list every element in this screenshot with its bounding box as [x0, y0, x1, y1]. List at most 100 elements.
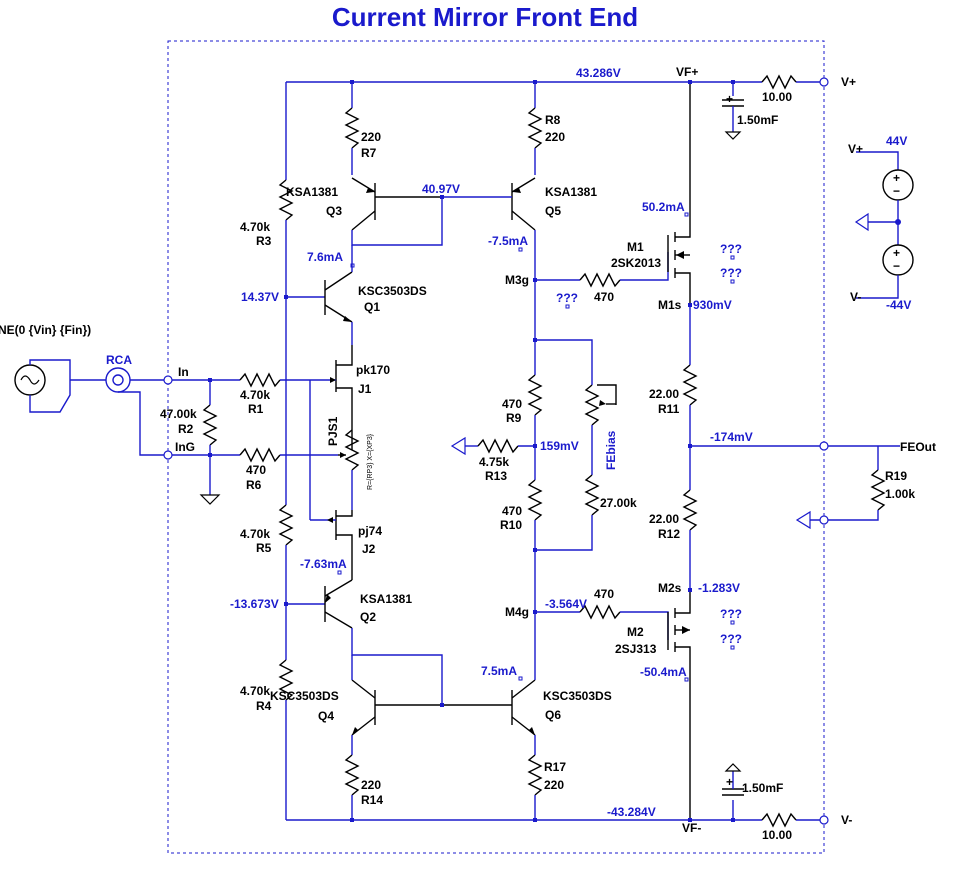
net-vplus-label: V+ — [841, 75, 856, 89]
m2-part: 2SJ313 — [615, 642, 657, 656]
op-v-m1s: 930mV — [693, 298, 732, 312]
op-v-out: -174mV — [710, 430, 753, 444]
r3-ref: R3 — [256, 234, 272, 248]
j2-jfet — [310, 510, 353, 580]
pjs1-ref: PJS1 — [326, 416, 340, 446]
m1-part: 2SK2013 — [611, 256, 661, 270]
schematic-title: Current Mirror Front End — [332, 2, 638, 32]
src-vpos-value: 44V — [886, 134, 907, 148]
op-unknown-3: ??? — [556, 291, 578, 305]
r7-value: 220 — [361, 130, 381, 144]
op-v-m4g: -3.564V — [545, 597, 587, 611]
src-vneg-value: -44V — [886, 298, 911, 312]
q3-part: KSA1381 — [286, 185, 338, 199]
top-supply-filter — [722, 74, 797, 140]
r2-ref: R2 — [178, 422, 194, 436]
q2-ref: Q2 — [360, 610, 376, 624]
frame-border — [167, 40, 825, 854]
r5-value: 4.70k — [240, 527, 270, 541]
svg-text:+: + — [726, 92, 733, 106]
m1-ref: M1 — [627, 240, 644, 254]
r9-resistor — [527, 340, 543, 480]
op-i-q6: 7.5mA — [481, 664, 517, 678]
svg-text:+: + — [893, 246, 900, 260]
net-m4g-label: M4g — [505, 605, 529, 619]
r14-ref: R14 — [361, 793, 383, 807]
r10-value: 470 — [502, 504, 522, 518]
op-i-m1: 50.2mA — [642, 200, 685, 214]
net-vfn-label: VF- — [682, 821, 701, 835]
r2-value: 47.00k — [160, 407, 197, 421]
net-feout-label: FEOut — [900, 440, 936, 454]
op-v-bot: -43.284V — [607, 805, 656, 819]
q6-transistor — [511, 550, 536, 736]
j1-ref: J1 — [358, 382, 372, 396]
r19-value: 1.00k — [885, 487, 915, 501]
r12-value: 22.00 — [649, 512, 679, 526]
r9-value: 470 — [502, 397, 522, 411]
r8-resistor — [527, 82, 543, 175]
annotation-markers — [337, 212, 735, 682]
q5-part: KSA1381 — [545, 185, 597, 199]
op-unknown-4: ??? — [720, 607, 742, 621]
net-in-label: In — [178, 365, 189, 379]
q3-transistor — [351, 177, 443, 246]
r10-ref: R10 — [500, 518, 522, 532]
op-i-q3: 7.6mA — [307, 250, 343, 264]
m2-mosfet — [667, 590, 691, 820]
r1-value: 4.70k — [240, 388, 270, 402]
net-m1s-label: M1s — [658, 298, 682, 312]
r11-resistor — [682, 305, 698, 490]
r10-resistor — [527, 479, 543, 550]
net-m2s-label: M2s — [658, 581, 682, 595]
bottom-supply-filter — [722, 763, 797, 828]
svg-text:−: − — [893, 184, 900, 198]
r-bot-value: 10.00 — [762, 828, 792, 842]
rca-label: RCA — [106, 353, 132, 367]
r6-ref: R6 — [246, 478, 262, 492]
output-line — [690, 445, 900, 530]
q1-part: KSC3503DS — [358, 284, 427, 298]
r4-ref: R4 — [256, 699, 272, 713]
q1-ref: Q1 — [364, 300, 380, 314]
c-top-value: 1.50mF — [737, 113, 778, 127]
r14-resistor — [344, 735, 360, 820]
q2-part: KSA1381 — [360, 592, 412, 606]
r9-ref: R9 — [506, 411, 522, 425]
r17-resistor — [527, 735, 543, 820]
r12-resistor — [682, 489, 698, 590]
q6-ref: Q6 — [545, 708, 561, 722]
net-ports — [163, 77, 901, 825]
r7-resistor — [344, 82, 360, 175]
r3-value: 4.70k — [240, 220, 270, 234]
j1-jfet — [310, 345, 353, 450]
op-v-mid: 159mV — [540, 439, 579, 453]
r11-value: 22.00 — [649, 387, 679, 401]
febias-potentiometer — [535, 339, 617, 551]
op-unknown-2: ??? — [720, 266, 742, 280]
m2-gate-resistor — [535, 604, 669, 640]
q5-ref: Q5 — [545, 204, 561, 218]
c-bot-value: 1.50mF — [742, 781, 783, 795]
op-i-j2: -7.63mA — [300, 557, 347, 571]
r17-ref: R17 — [544, 760, 566, 774]
r13-resistor — [450, 436, 535, 456]
src-vminus-label: V- — [850, 290, 861, 304]
op-v-q1b: 14.37V — [241, 290, 279, 304]
febias-label: FEbias — [604, 430, 618, 470]
net-vfp-label: VF+ — [676, 65, 698, 79]
m2-ref: M2 — [627, 625, 644, 639]
q5-transistor — [442, 177, 536, 340]
q6-part: KSC3503DS — [543, 689, 612, 703]
pjs1-expr: R={RP3} X={XP3} — [367, 433, 374, 490]
pjs1-potentiometer — [338, 429, 360, 510]
r13-value: 4.75k — [479, 455, 509, 469]
q2-transistor — [286, 579, 443, 705]
r8-ref: R8 — [545, 113, 561, 127]
net-m3g-label: M3g — [505, 273, 529, 287]
input-network — [14, 359, 338, 505]
q4-part: KSC3503DS — [270, 689, 339, 703]
op-unknown-5: ??? — [720, 632, 742, 646]
r1-ref: R1 — [248, 402, 264, 416]
supply-sources: + − + − — [854, 151, 914, 299]
